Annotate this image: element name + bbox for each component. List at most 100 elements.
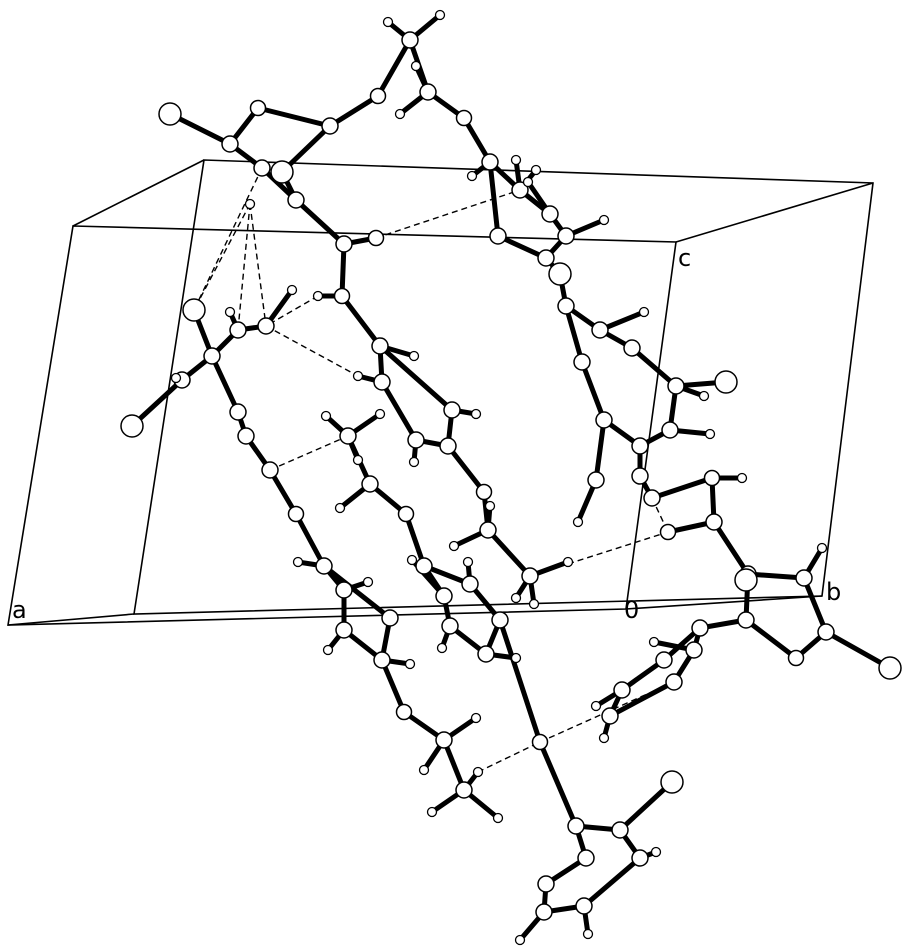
hydrogen-atom xyxy=(698,390,710,402)
carbon-atom xyxy=(795,569,813,587)
covalent-bond xyxy=(563,303,585,365)
covalent-bond xyxy=(375,37,413,99)
hydrogen-atom xyxy=(492,812,504,824)
hydrogen-atom xyxy=(244,198,256,210)
carbon-atom xyxy=(335,581,353,599)
carbon-atom xyxy=(477,645,495,663)
hydrogen-atom xyxy=(170,372,182,384)
oxygen-atom xyxy=(455,109,473,127)
covalent-bond xyxy=(209,353,241,415)
carbon-atom xyxy=(441,617,459,635)
carbon-atom xyxy=(567,817,585,835)
carbon-atom xyxy=(361,475,379,493)
oxygen-atom xyxy=(659,523,677,541)
covalent-bond xyxy=(801,575,829,635)
carbon-atom xyxy=(557,297,575,315)
carbon-atom xyxy=(335,235,353,253)
carbon-atom xyxy=(407,431,425,449)
carbon-atom xyxy=(665,673,683,691)
hydrogen-atom xyxy=(408,456,420,468)
hydrogen-atom xyxy=(406,554,418,566)
carbon-atom xyxy=(443,401,461,419)
hydrogen-atom xyxy=(404,658,416,670)
covalent-bond xyxy=(581,855,643,909)
hydrogen-bond xyxy=(193,167,263,311)
covalent-bond xyxy=(495,233,549,261)
hydrogen-atom xyxy=(582,928,594,940)
carbon-atom xyxy=(339,427,357,445)
hydrogen-atom xyxy=(514,934,526,946)
covalent-bond xyxy=(607,679,677,719)
carbon-atom xyxy=(221,135,239,153)
carbon-atom xyxy=(685,641,703,659)
hydrogen-atom xyxy=(410,60,422,72)
hydrogen-atom xyxy=(418,764,430,776)
covalent-bond xyxy=(339,293,383,349)
hydrogen-atom xyxy=(638,306,650,318)
hydrogen-atom xyxy=(510,652,522,664)
carbon-atom xyxy=(595,411,613,429)
carbon-atom xyxy=(817,623,835,641)
covalent-bond xyxy=(497,617,543,745)
carbon-atom xyxy=(491,611,509,629)
carbon-atom xyxy=(373,651,391,669)
covalent-bond xyxy=(593,417,607,483)
hydrogen-atom xyxy=(352,370,364,382)
carbon-atom xyxy=(737,611,755,629)
hydrogen-atom xyxy=(224,306,236,318)
hydrogen-atom xyxy=(320,410,332,422)
carbon-atom xyxy=(335,621,353,639)
hydrogen-atom xyxy=(382,16,394,28)
unit-cell-edge xyxy=(625,595,823,610)
covalent-bond xyxy=(711,519,751,577)
covalent-bond xyxy=(743,617,799,661)
covalent-bond xyxy=(327,93,381,129)
sulfur-atom xyxy=(158,102,182,126)
hydrogen-atom xyxy=(470,408,482,420)
covalent-bond xyxy=(445,443,487,495)
carbon-atom xyxy=(577,849,595,867)
covalent-bond xyxy=(629,345,679,389)
hydrogen-atom xyxy=(650,846,662,858)
carbon-atom xyxy=(479,521,497,539)
covalent-bond xyxy=(321,563,393,621)
carbon-atom xyxy=(455,781,473,799)
oxygen-atom xyxy=(395,703,413,721)
carbon-atom xyxy=(587,471,605,489)
sulfur-atom xyxy=(548,262,572,286)
hydrogen-atom xyxy=(434,9,446,21)
hydrogen-bond xyxy=(477,741,541,773)
carbon-atom xyxy=(381,609,399,627)
hydrogen-atom xyxy=(598,732,610,744)
oxygen-atom xyxy=(475,483,493,501)
unit-cell-edge xyxy=(675,182,874,243)
nitrogen-atom xyxy=(333,287,351,305)
carbon-atom xyxy=(371,337,389,355)
hydrogen-atom xyxy=(462,556,474,568)
carbon-atom xyxy=(667,377,685,395)
unit-cell xyxy=(7,159,874,626)
hydrogen-bond xyxy=(265,295,319,327)
carbon-atom xyxy=(521,567,539,585)
hydrogen-bond xyxy=(265,325,359,377)
hydrogen-atom xyxy=(472,766,484,778)
carbon-atom xyxy=(535,903,553,921)
covalent-bond xyxy=(487,159,501,239)
carbon-atom xyxy=(655,651,673,669)
hydrogen-atom xyxy=(362,576,374,588)
covalent-bond xyxy=(485,527,533,579)
unit-cell-edge xyxy=(7,613,135,626)
covalent-bond xyxy=(293,197,347,247)
covalent-bond xyxy=(255,105,333,129)
carbon-atom xyxy=(435,587,453,605)
hydrogen-atom xyxy=(528,598,540,610)
covalent-bond xyxy=(377,343,455,413)
hydrogen-bond xyxy=(375,189,521,239)
carbon-atom xyxy=(591,321,609,339)
covalent-bond xyxy=(441,737,467,793)
carbon-atom xyxy=(575,897,593,915)
hydrogen-atom xyxy=(704,428,716,440)
chlorine-atom xyxy=(734,568,758,592)
covalent-bond xyxy=(293,511,327,569)
